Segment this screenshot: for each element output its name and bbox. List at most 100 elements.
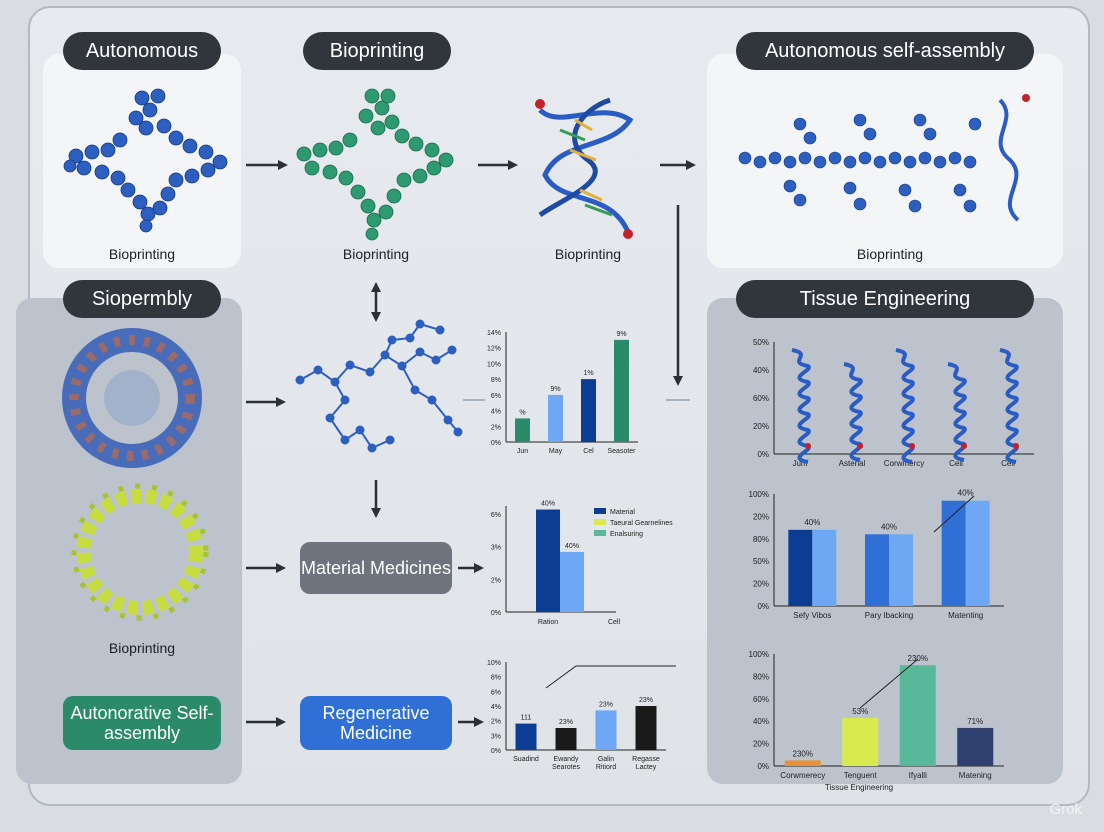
bar [842,718,878,766]
bar [900,665,936,766]
helix-end-marker [961,443,967,449]
y-tick-label: 0% [757,602,769,611]
y-tick-label: 2% [491,577,501,584]
green-cross-molecule [297,89,453,240]
x-tick-label: Lactey [636,764,657,771]
data-label: 230% [908,654,928,663]
caption-bioprinting-1: Bioprinting [92,246,192,262]
protein-ring-molecule [74,340,190,456]
regenerative-medicine-box: Regenerative Medicine [300,696,452,750]
bar [957,728,993,766]
chart-5: 100%20%80%50%20%0%Sefy Vibos40%Pary Ibac… [746,484,1046,629]
bar [636,706,657,750]
data-label: 111 [521,715,532,722]
x-tick-label: Cel [583,448,594,455]
data-label: 9% [616,331,626,338]
data-label: 23% [559,719,573,726]
y-tick-label: 10% [487,660,501,667]
y-tick-label: 0% [491,440,501,447]
y-tick-label: 0% [757,762,769,771]
helix-end-marker [909,443,915,449]
caption-bioprinting-4: Bioprinting [840,246,940,262]
x-tick-label: Seasoter [607,448,636,455]
data-label: 23% [599,701,613,708]
legend-label: Taeural Gearnelines [610,520,673,527]
x-tick-label: Jun [517,448,528,455]
x-tick-label: Ifyalli [909,771,927,780]
bar [516,724,537,750]
x-tick-label: May [549,448,563,455]
caption-bioprinting-5: Bioprinting [92,640,192,656]
y-tick-label: 0% [491,748,501,755]
y-tick-label: 6% [491,393,501,400]
legend-swatch [594,508,606,514]
x-tick-label: Suadind [513,756,539,763]
bar [515,418,530,442]
y-tick-label: 50% [753,557,769,566]
bar [865,534,889,606]
x-tick-label: Ration [538,619,558,626]
data-label: 40% [881,522,897,531]
y-tick-label: 0% [757,450,769,459]
y-tick-label: 10% [487,361,501,368]
y-tick-label: 20% [753,740,769,749]
data-label: 40% [541,501,555,508]
y-tick-label: 80% [753,535,769,544]
x-tick-label: Tenguent [844,771,878,780]
bar [942,501,966,606]
data-label: 71% [967,717,983,726]
y-tick-label: 20% [753,580,769,589]
y-tick-label: 8% [491,377,501,384]
x-tick-label: Galin [598,756,614,763]
bar [548,395,563,442]
y-tick-label: 60% [753,394,769,403]
bar [889,534,913,606]
x-tick-label: Corwmerecy [780,771,825,780]
x-tick-label: Ritiord [596,764,616,771]
bar [966,501,990,606]
data-label: 230% [793,749,813,758]
y-tick-label: 12% [487,346,501,353]
x-tick-label: Matenting [948,611,983,620]
caption-bioprinting-3: Bioprinting [538,246,638,262]
x-tick-label: Ewandy [554,756,579,763]
y-tick-label: 6% [491,689,501,696]
bar [536,510,560,612]
assembled-strand-molecule [739,114,981,212]
x-axis-title: Tissue Engineering [825,783,893,792]
y-tick-label: 4% [491,704,501,711]
x-tick-label: Pary Ibacking [865,611,913,620]
bar [560,552,584,612]
x-tick-label: Cell [608,619,621,626]
data-label: 53% [852,707,868,716]
trend-line [546,666,676,688]
bar [788,530,812,606]
legend-swatch [594,519,606,525]
caption-bioprinting-2: Bioprinting [326,246,426,262]
x-tick-label: Regasse [632,756,660,763]
y-tick-label: 4% [491,409,501,416]
legend-label: Enalsuring [610,531,643,538]
data-label: 23% [639,697,653,704]
blue-cross-molecule [64,89,227,232]
x-tick-label: Searotes [552,764,581,771]
helix-mini-icon [1000,94,1030,220]
helix-end-marker [805,443,811,449]
dna-helix-top [535,99,633,239]
bar [581,379,596,442]
y-tick-label: 14% [487,330,501,337]
y-tick-label: 8% [491,675,501,682]
y-tick-label: 20% [753,422,769,431]
bar [614,340,629,442]
y-tick-label: 60% [753,695,769,704]
y-tick-label: 2% [491,719,501,726]
y-tick-label: 3% [491,545,501,552]
x-tick-label: Asterial [839,459,866,468]
y-tick-label: 100% [749,490,769,499]
helix-end-marker [857,443,863,449]
bar [556,728,577,750]
